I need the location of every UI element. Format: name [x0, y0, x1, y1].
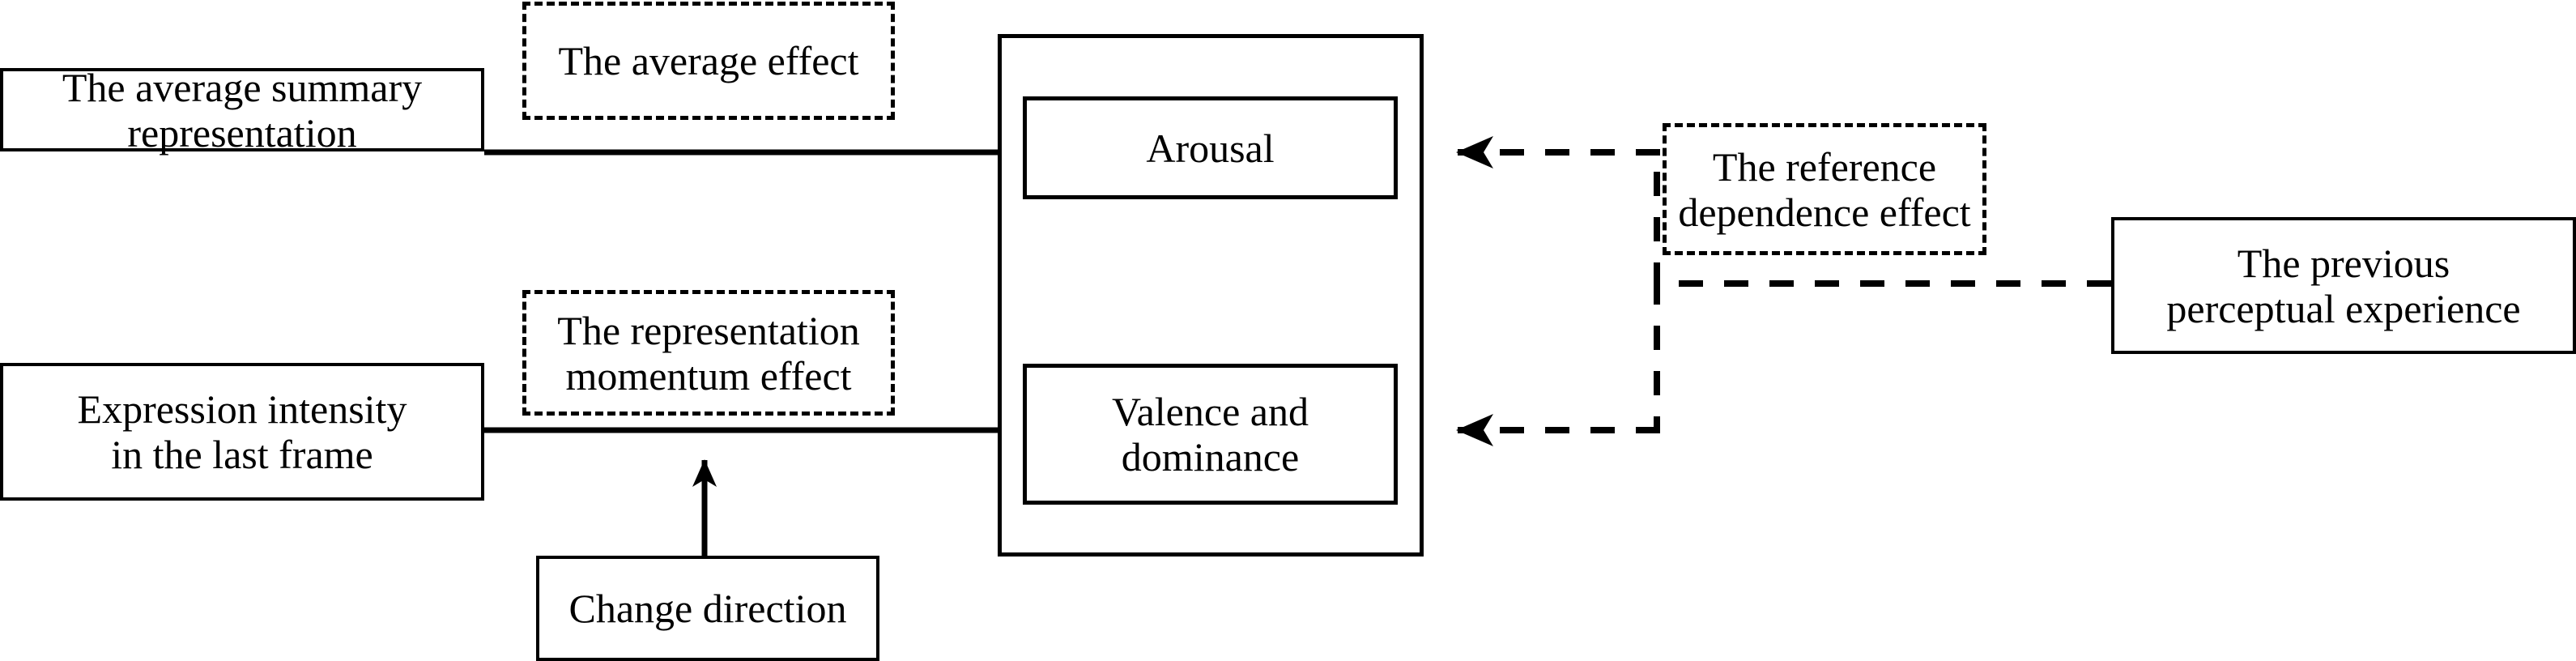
node-average-effect-label[interactable]: The average effect: [522, 2, 895, 120]
node-change-direction[interactable]: Change direction: [536, 556, 879, 661]
node-previous-perceptual-experience[interactable]: The previous perceptual experience: [2111, 217, 2576, 354]
node-reference-dependence-effect-label[interactable]: The reference dependence effect: [1663, 123, 1986, 255]
node-valence-and-dominance[interactable]: Valence and dominance: [1023, 364, 1398, 505]
node-average-summary-representation[interactable]: The average summary representation: [0, 65, 484, 156]
node-arousal[interactable]: Arousal: [1023, 96, 1398, 199]
node-representation-momentum-effect-label[interactable]: The representation momentum effect: [522, 290, 895, 416]
node-expression-intensity[interactable]: Expression intensity in the last frame: [0, 363, 484, 501]
